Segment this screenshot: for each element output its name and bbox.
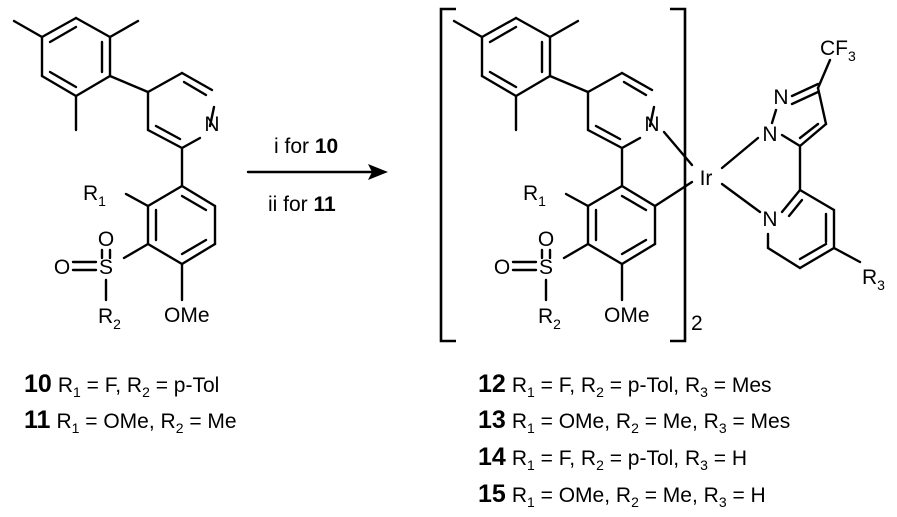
reaction-arrow xyxy=(246,164,388,180)
complex-pyridine-n-label: N xyxy=(644,113,659,136)
sulfonyl-o-label: O xyxy=(54,256,70,279)
complex-mesityl-ring xyxy=(452,16,580,132)
complex-benzene-ring xyxy=(586,184,657,266)
ome-label: OMe xyxy=(164,304,210,327)
pyrazole-ring: N N CF3 xyxy=(762,37,856,148)
complex-r2-label: R2 xyxy=(538,305,561,332)
r2-label: R2 xyxy=(98,305,121,332)
bracket-subscript: 2 xyxy=(691,312,703,335)
complex-ome-label: OMe xyxy=(604,304,650,327)
benzene-ring xyxy=(146,184,217,266)
sulfur-label: S xyxy=(99,256,113,279)
right-bracket xyxy=(670,7,687,343)
r1-label: R1 xyxy=(83,182,106,209)
complex-sulfonyl-o-label: O xyxy=(494,256,510,279)
ancillary-pyridine-n-label: N xyxy=(762,208,777,231)
complex-sulfonyl-o-top-label: O xyxy=(538,228,554,251)
complex-structure: 2 N xyxy=(439,7,885,343)
sulfonyl-o-top-label: O xyxy=(98,228,114,251)
r3-label: R3 xyxy=(862,266,885,293)
ligand-structure: N R1 S O O R2 OMe xyxy=(12,16,220,332)
iridium-label: Ir xyxy=(700,167,713,190)
pyridine-ring: N xyxy=(146,71,220,150)
pyrazole-n2-label: N xyxy=(762,123,777,146)
pyrazole-n1-label: N xyxy=(773,86,788,109)
cf3-label: CF3 xyxy=(820,37,856,64)
complex-r1-label: R1 xyxy=(523,182,546,209)
reagent-line-2: ii for 11 xyxy=(268,193,336,216)
mesityl-ring xyxy=(12,16,140,132)
complex-sulfur-label: S xyxy=(539,256,553,279)
reagent-line-1: i for 10 xyxy=(274,135,338,158)
complex-pyridine-ring: N xyxy=(586,71,660,150)
ancillary-pyridine-ring: N R3 xyxy=(762,188,885,293)
pyridine-n-label: N xyxy=(204,113,219,136)
left-bracket xyxy=(439,7,456,343)
